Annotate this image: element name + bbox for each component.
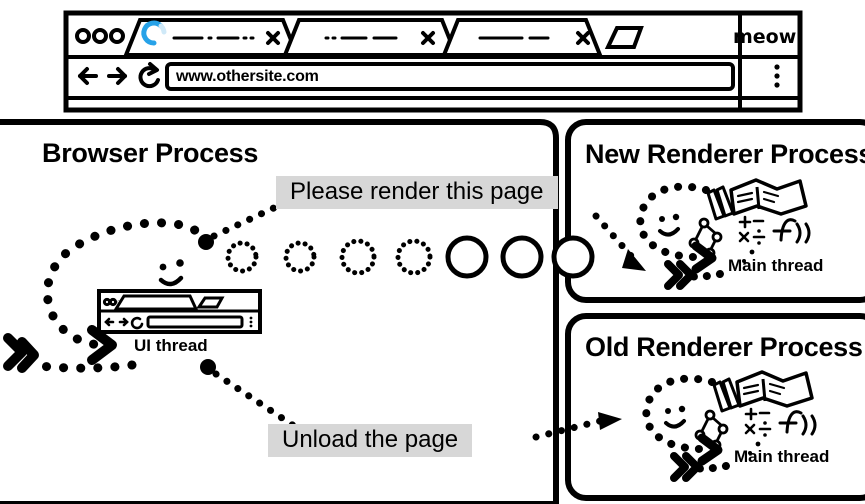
new-renderer-book-icon — [729, 178, 808, 216]
address-bar-value[interactable]: www.othersite.com — [176, 68, 319, 85]
tab-3-close-icon[interactable] — [576, 31, 590, 45]
browser-process-smiley-face — [158, 259, 184, 287]
ui-thread-mini-browser-icon — [97, 289, 262, 334]
progress-circles — [198, 234, 595, 279]
tab-active-spinner-icon — [141, 20, 167, 46]
render-request-connector — [210, 202, 282, 240]
old-renderer-smiley-face — [664, 405, 686, 429]
render-request-message: Please render this page — [276, 176, 558, 210]
three-dot-menu-icon[interactable] — [774, 64, 780, 88]
ui-thread-label: UI thread — [134, 336, 208, 355]
progress-circle-dotted-1 — [225, 240, 259, 274]
new-renderer-main-thread-art — [636, 178, 811, 290]
forward-icon[interactable] — [107, 67, 127, 85]
browser-process-panel — [0, 119, 559, 504]
unload-request-connector — [200, 359, 304, 434]
origin-dot — [198, 234, 214, 250]
old-renderer-book-icon — [735, 370, 814, 408]
progress-circle-dotted-3 — [339, 238, 377, 276]
new-renderer-title: New Renderer Process — [585, 139, 865, 169]
chevron-burst-icon — [3, 333, 39, 373]
old-renderer-chevron-icon — [670, 452, 701, 482]
old-renderer-panel — [565, 313, 865, 501]
tab-2-close-icon[interactable] — [421, 31, 435, 45]
new-renderer-math-symbols-icon — [738, 215, 766, 243]
browser-process-title: Browser Process — [42, 138, 259, 168]
old-renderer-title: Old Renderer Process — [585, 332, 863, 362]
progress-circle-dotted-4 — [395, 238, 433, 276]
browser-window-mock — [63, 10, 803, 113]
tab-active-close-icon[interactable] — [266, 31, 280, 45]
unload-request-arrow — [532, 412, 622, 441]
back-icon[interactable] — [78, 67, 98, 85]
old-renderer-math-symbols-icon — [744, 407, 772, 435]
unload-request-message: Unload the page — [268, 424, 473, 458]
old-renderer-thread-label: Main thread — [734, 447, 830, 466]
old-renderer-main-thread-art — [642, 370, 817, 482]
window-label-meow: meow — [733, 26, 797, 48]
old-renderer-function-icon — [778, 410, 817, 436]
ui-thread-loop-arrow — [3, 218, 210, 373]
new-renderer-function-icon — [772, 218, 811, 244]
progress-circle-solid-1 — [445, 235, 489, 279]
new-renderer-chevron-icon — [664, 260, 695, 290]
progress-circle-solid-2 — [500, 235, 544, 279]
progress-circle-solid-3 — [551, 235, 595, 279]
new-renderer-thread-label: Main thread — [728, 256, 824, 275]
reload-icon[interactable] — [138, 62, 160, 89]
traffic-light-dots — [75, 28, 125, 44]
progress-circle-dotted-2 — [283, 240, 317, 274]
new-renderer-node-graph-icon — [688, 217, 723, 259]
render-request-arrow — [592, 212, 646, 271]
tab-2[interactable] — [282, 18, 459, 57]
new-tab-button[interactable] — [604, 26, 644, 49]
old-renderer-node-graph-icon — [694, 409, 729, 451]
old-renderer-pencils-icon — [712, 377, 741, 413]
address-bar[interactable] — [165, 62, 735, 91]
new-renderer-smiley-face — [658, 213, 680, 237]
